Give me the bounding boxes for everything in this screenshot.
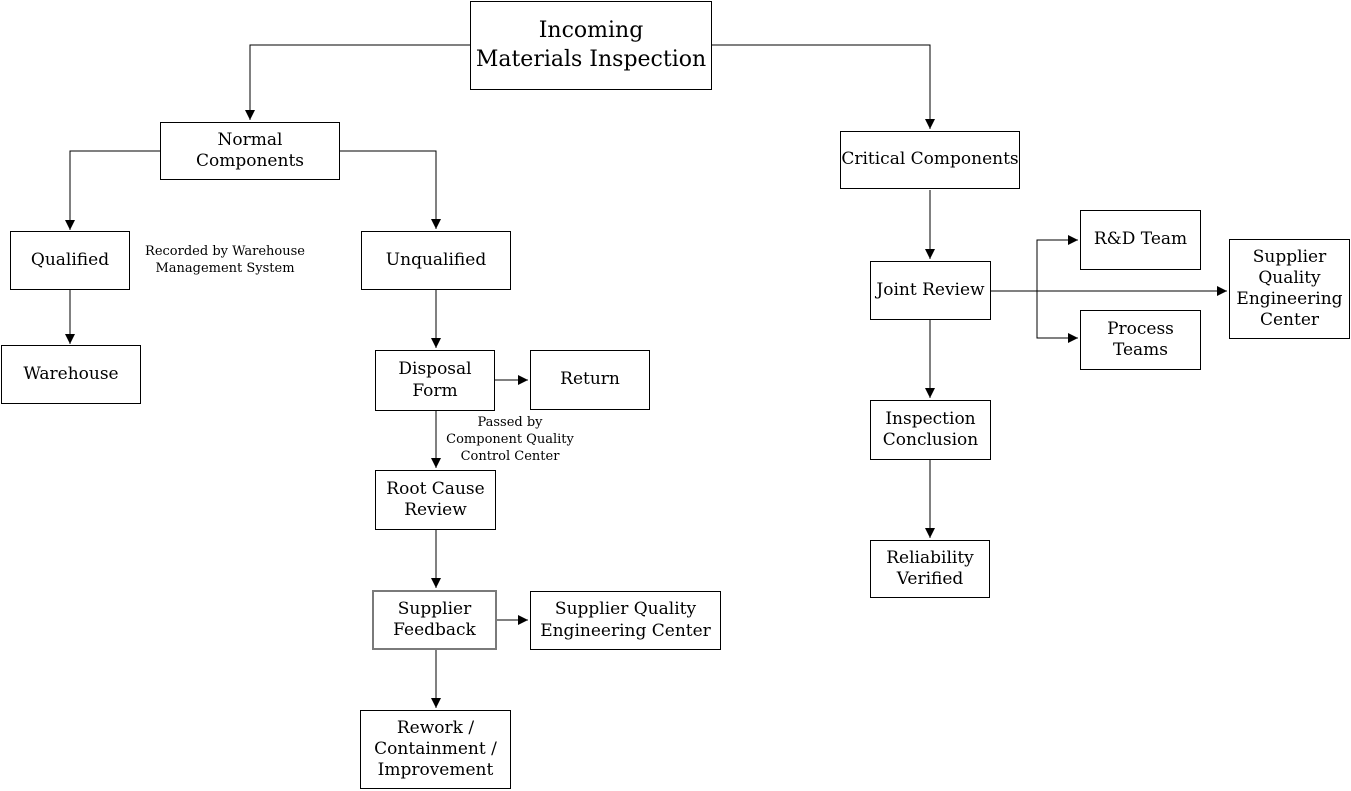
node-supplier-quality-engineering-center-right: Supplier Quality Engineering Center bbox=[1229, 239, 1350, 339]
node-warehouse: Warehouse bbox=[1, 345, 141, 404]
node-process-teams: Process Teams bbox=[1080, 310, 1201, 370]
connector-normal-to-unqualified bbox=[340, 150, 441, 229]
node-critical-components: Critical Components bbox=[840, 131, 1020, 189]
node-incoming-materials-inspection: Incoming Materials Inspection bbox=[470, 1, 712, 90]
connector-title-to-normal bbox=[245, 44, 470, 120]
node-supplier-feedback: Supplier Feedback bbox=[372, 590, 497, 650]
annotation-recorded-by-warehouse: Recorded by Warehouse Management System bbox=[145, 244, 305, 276]
node-supplier-quality-engineering-center-left: Supplier Quality Engineering Center bbox=[530, 591, 721, 650]
node-root-cause-review: Root Cause Review bbox=[375, 470, 496, 530]
annotation-passed-by-cqcc: Passed by Component Quality Control Cent… bbox=[446, 415, 574, 464]
connector-title-to-critical bbox=[712, 44, 935, 129]
node-normal-components: Normal Components bbox=[160, 122, 340, 180]
node-disposal-form: Disposal Form bbox=[375, 350, 495, 411]
connector-joint-to-rnd bbox=[1036, 235, 1078, 291]
connector-normal-to-qualified bbox=[65, 150, 160, 230]
connector-joint-to-process bbox=[1036, 291, 1078, 343]
node-qualified: Qualified bbox=[10, 231, 130, 290]
node-rnd-team: R&D Team bbox=[1080, 210, 1201, 270]
node-reliability-verified: Reliability Verified bbox=[870, 540, 990, 598]
node-return: Return bbox=[530, 350, 650, 410]
node-joint-review: Joint Review bbox=[870, 261, 991, 320]
node-inspection-conclusion: Inspection Conclusion bbox=[870, 400, 991, 460]
node-rework-containment-improvement: Rework / Containment / Improvement bbox=[360, 710, 511, 789]
node-unqualified: Unqualified bbox=[361, 231, 511, 290]
